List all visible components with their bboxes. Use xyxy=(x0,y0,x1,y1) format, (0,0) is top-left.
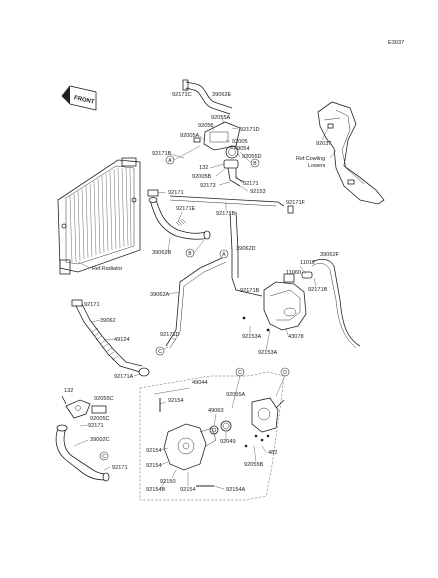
label-92154-d: 92154 xyxy=(180,487,196,493)
callout-c-mid xyxy=(155,346,165,356)
label-39062E: 39062E xyxy=(212,92,232,98)
label-92171-a: 92171 xyxy=(243,181,259,187)
label-92055A-top: 92055A xyxy=(211,115,231,121)
label-92005A: 92005A xyxy=(180,133,200,139)
callout-c-bl-label: C xyxy=(102,454,106,460)
label-92154B: 92154B xyxy=(146,487,166,493)
label-92154-a: 92154 xyxy=(168,398,184,404)
label-132-bl: 132 xyxy=(64,388,73,394)
diagram-code: E3037 xyxy=(388,40,404,46)
callout-a-mid xyxy=(219,249,229,259)
label-92005C: 92005C xyxy=(90,416,110,422)
label-92171E: 92171E xyxy=(176,206,196,212)
label-43078: 43078 xyxy=(288,334,304,340)
label-39002C: 39002C xyxy=(90,437,110,443)
radiator xyxy=(57,157,141,275)
callout-a-mid-label: A xyxy=(222,252,226,258)
label-92171D-top: 92171D xyxy=(240,127,260,133)
label-92173: 92173 xyxy=(200,183,216,189)
label-92154-c: 92154 xyxy=(146,463,162,469)
label-92049: 92049 xyxy=(220,439,236,445)
label-92171B-top: 92171B xyxy=(152,151,172,157)
label-92171A: 92171A xyxy=(114,374,134,380)
label-92150: 92150 xyxy=(160,479,176,485)
label-92171-rad: 92171 xyxy=(84,302,100,308)
label-92037: 92037 xyxy=(316,141,332,147)
label-92171F: 92171F xyxy=(286,200,306,206)
label-39062D: 39062D xyxy=(236,246,256,252)
callout-c-pump-label: C xyxy=(238,370,242,376)
label-92171-b: 92171 xyxy=(168,190,184,196)
label-92055B: 92055B xyxy=(244,462,264,468)
label-482: 482 xyxy=(268,450,277,456)
label-132-top: 132 xyxy=(199,165,208,171)
label-92171D-mid: 92171D xyxy=(160,332,180,338)
ref-cowling-line1: Ref.Cowling xyxy=(296,156,325,162)
hose-39002C xyxy=(55,424,110,482)
hose-39062B xyxy=(148,197,211,240)
label-92153: 92153 xyxy=(250,189,266,195)
label-92171B-r: 92171B xyxy=(308,287,328,293)
front-label: FRONT xyxy=(73,95,95,105)
callout-d-pump-label: D xyxy=(283,370,287,376)
hose-39062E xyxy=(182,79,233,115)
cowling-lower xyxy=(317,101,385,205)
label-49124: 49124 xyxy=(114,337,130,343)
label-92055A-pump: 92055A xyxy=(226,392,246,398)
ref-cowling-line2: Lowers xyxy=(308,163,326,169)
label-92005B: 92005B xyxy=(192,174,212,180)
label-92171-c: 92171 xyxy=(112,465,128,471)
label-11060: 11060 xyxy=(286,270,301,276)
label-92171-bl: 92171 xyxy=(88,423,104,429)
callout-b-top-label: B xyxy=(253,161,257,167)
front-arrow-icon: FRONT xyxy=(61,85,97,111)
callout-c-bl xyxy=(99,451,109,461)
callout-b-mid-label: B xyxy=(188,251,192,257)
label-92154A: 92154A xyxy=(226,487,246,493)
label-92153A-1: 92153A xyxy=(242,334,262,340)
label-39062F: 39062F xyxy=(320,252,340,258)
label-49063: 49063 xyxy=(208,408,224,414)
label-92055D: 92055D xyxy=(242,154,262,160)
label-39062B: 39062B xyxy=(152,250,172,256)
label-92055C: 92055C xyxy=(94,396,114,402)
callout-c-mid-label: C xyxy=(158,349,162,355)
water-pump-group xyxy=(139,371,285,501)
label-39062A: 39062A xyxy=(150,292,170,298)
label-92171B-tank: 92171B xyxy=(240,288,260,294)
hose-39062 xyxy=(71,299,150,377)
reserve-tank xyxy=(263,273,307,331)
label-92154-b: 92154 xyxy=(146,448,162,454)
label-92171B-mid: 92171B xyxy=(216,211,236,217)
label-39062: 39062 xyxy=(100,318,116,324)
label-92055: 92055 xyxy=(198,123,214,129)
label-49054: 49054 xyxy=(234,146,250,152)
water-pump xyxy=(163,397,285,471)
label-11012: 11012 xyxy=(300,260,315,266)
label-92005: 92005 xyxy=(232,139,248,145)
callout-a-top-label: A xyxy=(168,158,172,164)
ref-radiator: Ref.Radiator xyxy=(92,266,122,272)
fitting-group xyxy=(61,395,107,419)
label-49044: 49044 xyxy=(192,380,208,386)
label-92171C: 92171C xyxy=(172,92,192,98)
label-92153A-2: 92153A xyxy=(258,350,278,356)
